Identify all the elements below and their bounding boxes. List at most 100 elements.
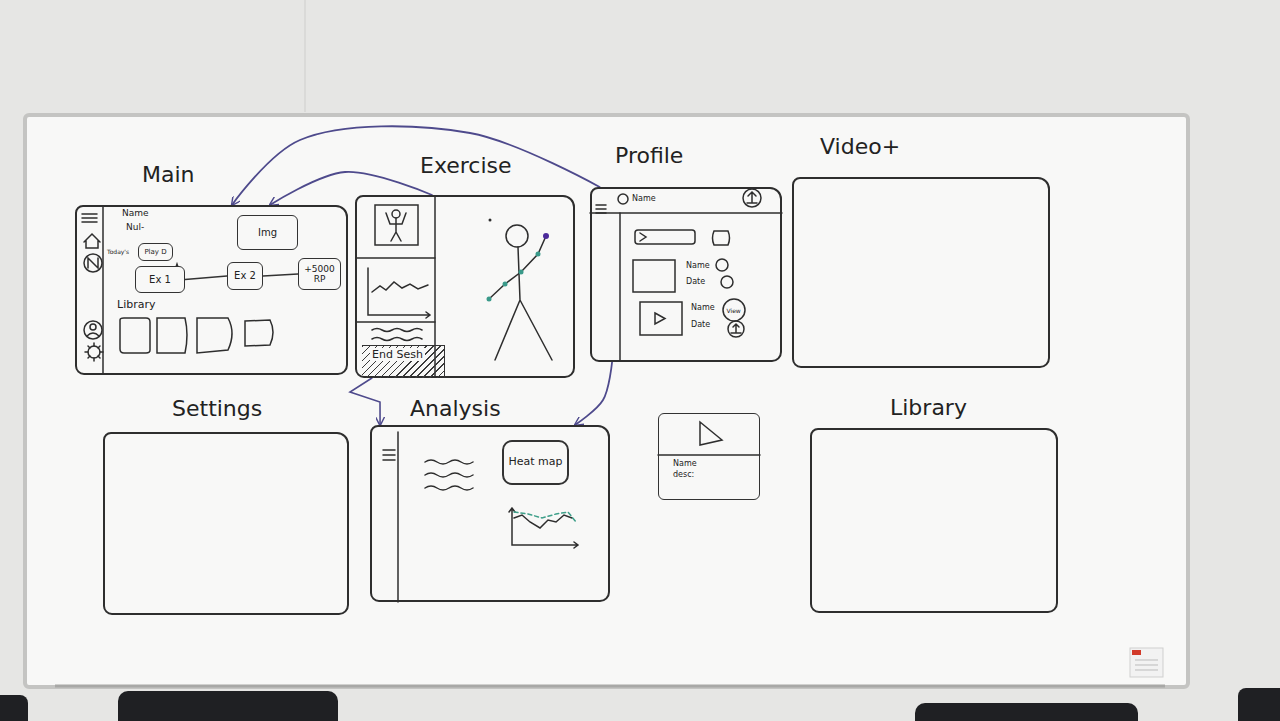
node-text: Ex 1 <box>149 274 171 286</box>
end-session-button: End Sesh <box>362 345 445 378</box>
chairs <box>118 691 338 721</box>
field-label: Name <box>632 194 656 204</box>
video-card-sketch <box>700 422 722 445</box>
whiteboard <box>25 115 1188 687</box>
screen-title: Analysis <box>410 396 646 422</box>
pose-figure <box>519 270 524 275</box>
screen-title: Settings <box>172 396 414 422</box>
screen-frame: MainImgPlay DEx 1Ex 2+5000 RP <box>75 205 348 375</box>
analysis-wireframe-sketch <box>383 454 395 456</box>
main-wireframe-sketch <box>84 234 100 248</box>
main-wireframe-sketch <box>87 333 99 336</box>
screen-title: Library <box>890 395 1134 421</box>
node-text: desc: <box>673 470 759 481</box>
pose-figure <box>489 219 492 222</box>
analysis-wireframe-sketch <box>509 508 578 548</box>
main-wireframe-sketch <box>90 324 96 330</box>
node-text: Heat map <box>508 456 562 469</box>
navigation-arrow <box>270 172 432 205</box>
main-wireframe-sketch <box>102 207 104 373</box>
profile-wireframe-sketch <box>619 213 621 360</box>
field-label: Name <box>122 208 149 219</box>
profile-wireframe-sketch <box>596 208 606 210</box>
exercise-wireframe-sketch <box>375 205 418 245</box>
analysis-wireframe-sketch <box>514 512 576 522</box>
whiteboard <box>1135 670 1158 671</box>
exercise-wireframe-sketch <box>372 282 428 292</box>
profile-wireframe-sketch <box>721 276 733 288</box>
exercise-wireframe-sketch <box>357 321 435 323</box>
flow-line <box>263 274 298 276</box>
main-wireframe-sketch <box>82 221 97 223</box>
profile-wireframe-sketch <box>747 192 757 203</box>
exercise-wireframe-sketch <box>372 329 422 332</box>
profile-wireframe-sketch <box>728 321 744 337</box>
profile-wireframe-sketch <box>716 259 728 271</box>
main-wireframe-sketch <box>88 258 98 268</box>
heatmap-box: Heat map <box>502 440 569 485</box>
whiteboard <box>1132 650 1141 655</box>
chairs <box>915 703 1138 721</box>
node-text: Name <box>673 459 759 470</box>
image-box: Img <box>237 215 298 250</box>
main-wireframe-sketch <box>157 318 187 353</box>
node-text: Play D <box>144 248 166 256</box>
profile-wireframe-sketch <box>640 302 682 335</box>
node-text: +5000 RP <box>303 264 336 285</box>
profile-wireframe-sketch <box>633 260 675 292</box>
main-wireframe-sketch <box>197 318 232 353</box>
chairs <box>0 688 1280 721</box>
pose-figure <box>506 225 528 247</box>
profile-wireframe-sketch <box>713 231 730 245</box>
exercise-step: Ex 2 <box>227 262 263 290</box>
profile-wireframe-sketch <box>731 324 741 333</box>
video-card-sketch <box>658 422 760 455</box>
analysis-wireframe-sketch <box>425 473 473 477</box>
node-text: Img <box>258 227 277 239</box>
profile-wireframe-sketch <box>590 212 782 214</box>
screen-title: Profile <box>615 143 803 169</box>
navigation-arrow <box>232 126 600 205</box>
screen-frame: Video+ <box>792 177 1050 368</box>
field-label: Date <box>691 320 710 330</box>
field-label: Name <box>686 261 710 271</box>
whiteboard <box>1135 665 1158 666</box>
chairs <box>0 695 28 721</box>
screen-frame: Settings <box>103 432 349 615</box>
screen-title: Exercise <box>420 153 636 179</box>
flow-line <box>185 276 227 280</box>
profile-wireframe-sketch <box>596 204 606 206</box>
video-card: Namedesc: <box>658 413 760 500</box>
main-wireframe-sketch <box>245 320 273 346</box>
pose-figure <box>543 233 549 239</box>
pose-figure <box>521 236 546 272</box>
whiteboard <box>1130 648 1163 677</box>
pose-figure <box>487 297 492 302</box>
field-label: Name <box>691 303 715 313</box>
exercise-wireframe-sketch <box>386 213 406 241</box>
pose-figure <box>487 219 553 361</box>
section-label: Library <box>117 298 155 311</box>
pose-figure <box>503 282 508 287</box>
exercise-wireframe-sketch <box>372 338 422 341</box>
exercise-wireframe-sketch <box>368 268 430 318</box>
navigation-arrow <box>350 378 380 425</box>
whiteboard <box>25 115 1188 687</box>
pose-figure <box>489 272 521 299</box>
whiteboard <box>55 685 1165 688</box>
wall <box>304 0 306 112</box>
screen-frame: Profile <box>590 187 782 362</box>
profile-wireframe-sketch <box>743 189 761 207</box>
profile-wireframe-sketch <box>635 230 695 244</box>
chairs <box>1238 688 1280 721</box>
video-card-sketch <box>658 454 760 456</box>
whiteboard <box>1135 660 1158 661</box>
screen-frame: ExerciseEnd Sesh <box>355 195 575 378</box>
main-wireframe-sketch <box>120 318 150 353</box>
field-label: Date <box>686 277 705 287</box>
screen-title: Video+ <box>820 134 1074 160</box>
